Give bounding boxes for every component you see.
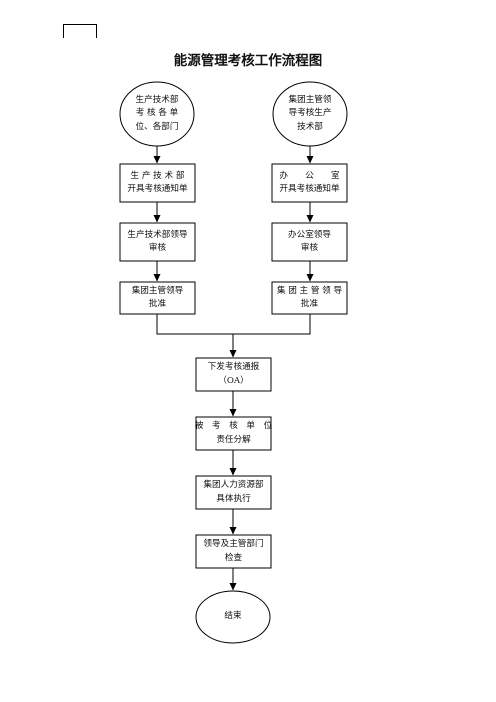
right-notice-outline bbox=[271, 163, 348, 203]
hr-execute-outline bbox=[195, 475, 272, 510]
start-right-node: 集团主管领导考核生产技术部 bbox=[288, 94, 332, 132]
merge-connector bbox=[156, 314, 311, 335]
left-review-node: 生产技术部领导审核 bbox=[127, 229, 188, 254]
page-corner-tab bbox=[63, 24, 97, 38]
right-approve-outline bbox=[271, 281, 348, 315]
end-node: 结束 bbox=[224, 611, 242, 622]
issue-oa-node: 下发考核通报（OA） bbox=[207, 362, 260, 386]
inspect-node: 领导及主管部门检查 bbox=[203, 539, 264, 563]
right-review-outline bbox=[271, 222, 348, 262]
right-notice-node: 办 公 室开具考核通知单 bbox=[279, 170, 340, 195]
inspect-outline bbox=[195, 534, 272, 569]
start-left-node: 生产技术部考 核 各 单位、各部门 bbox=[135, 94, 179, 132]
left-notice-node: 生 产 技 术 部开具考核通知单 bbox=[127, 170, 188, 195]
right-approve-node: 集 团 主 管 领 导批准 bbox=[276, 285, 343, 310]
right-review-node: 办公室领导审核 bbox=[288, 229, 331, 254]
end-outline bbox=[195, 590, 271, 644]
left-notice-outline bbox=[119, 163, 196, 203]
hr-execute-node: 集团人力资源部具体执行 bbox=[203, 480, 264, 504]
left-approve-node: 集团主管领导批准 bbox=[131, 285, 184, 310]
page-title: 能源管理考核工作流程图 bbox=[173, 53, 323, 69]
decompose-outline bbox=[195, 416, 272, 451]
decompose-node: 被 考 核 单 位责任分解 bbox=[194, 421, 273, 445]
